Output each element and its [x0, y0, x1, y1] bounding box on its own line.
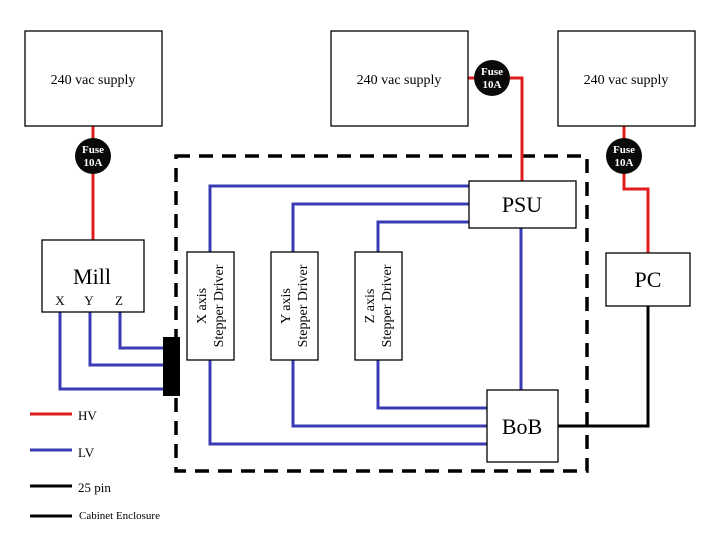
lv-wire-mill-z: [118, 312, 163, 350]
lv-wire-psu-y-driver: [291, 202, 469, 252]
lv-wire-psu-x-driver: [208, 184, 469, 252]
supply-label: 240 vac supply: [51, 73, 136, 88]
lv-wire-psu-z-driver: [376, 220, 469, 252]
legend-item-lv: LV: [30, 445, 95, 460]
psu-box: PSU: [468, 180, 577, 229]
fuse-label: Fuse: [481, 66, 503, 78]
legend-label: Cabinet Enclosure: [79, 510, 160, 522]
legend-item-hv: HV: [30, 408, 97, 423]
cabinet-enclosure: [174, 154, 589, 473]
fuse-3: Fuse 10A: [606, 138, 642, 174]
legend-label: LV: [78, 445, 95, 460]
legend-label: 25 pin: [78, 480, 111, 495]
driver-type-label: Stepper Driver: [212, 264, 227, 347]
fuse-label: Fuse: [613, 144, 635, 156]
z-axis-stepper-driver: Z axis Stepper Driver: [354, 251, 403, 361]
supply-box-3: 240 vac supply: [557, 30, 696, 127]
fuse-rating: 10A: [84, 157, 103, 169]
lv-wire-mill-x: [58, 312, 163, 391]
driver-axis-label: Z axis: [363, 289, 378, 324]
lv-wire-mill-y: [88, 312, 163, 367]
legend-item-25pin: 25 pin: [30, 480, 111, 495]
y-axis-stepper-driver: Y axis Stepper Driver: [270, 251, 319, 361]
fuse-1: Fuse 10A: [75, 138, 111, 174]
lv-wires: [58, 184, 523, 446]
supply-box-2: 240 vac supply: [330, 30, 469, 127]
pc-box: PC: [605, 252, 691, 307]
mill-axis-z: Z: [115, 293, 123, 308]
supply-label: 240 vac supply: [584, 73, 669, 88]
legend: HV LV 25 pin Cabinet Enclosure: [30, 408, 160, 522]
bob-label: BoB: [502, 414, 542, 439]
driver-axis-label: Y axis: [279, 288, 294, 324]
mill-axis-y: Y: [84, 293, 94, 308]
mill-box: Mill X Y Z: [41, 239, 145, 313]
lv-wire-y-driver-bob: [291, 360, 487, 428]
pc-label: PC: [635, 267, 662, 292]
supply-box-1: 240 vac supply: [24, 30, 163, 127]
fuse-rating: 10A: [483, 79, 502, 91]
fuse-2: Fuse 10A: [474, 60, 510, 96]
driver-axis-label: X axis: [195, 288, 210, 324]
fuse-rating: 10A: [615, 157, 634, 169]
bob-box: BoB: [486, 389, 559, 463]
mill-axis-x: X: [55, 293, 65, 308]
legend-label: HV: [78, 408, 97, 423]
psu-label: PSU: [502, 192, 542, 217]
pin25-cable-bob-pc: [557, 306, 650, 428]
lv-wire-x-driver-bob: [208, 360, 487, 446]
fuse-label: Fuse: [82, 144, 104, 156]
x-axis-stepper-driver: X axis Stepper Driver: [186, 251, 235, 361]
lv-wire-z-driver-bob: [376, 360, 487, 410]
connector-block: [163, 337, 180, 396]
driver-type-label: Stepper Driver: [296, 264, 311, 347]
mill-label: Mill: [73, 264, 111, 289]
supply-label: 240 vac supply: [357, 73, 442, 88]
driver-type-label: Stepper Driver: [380, 264, 395, 347]
legend-item-cabinet-enclosure: Cabinet Enclosure: [30, 510, 160, 522]
